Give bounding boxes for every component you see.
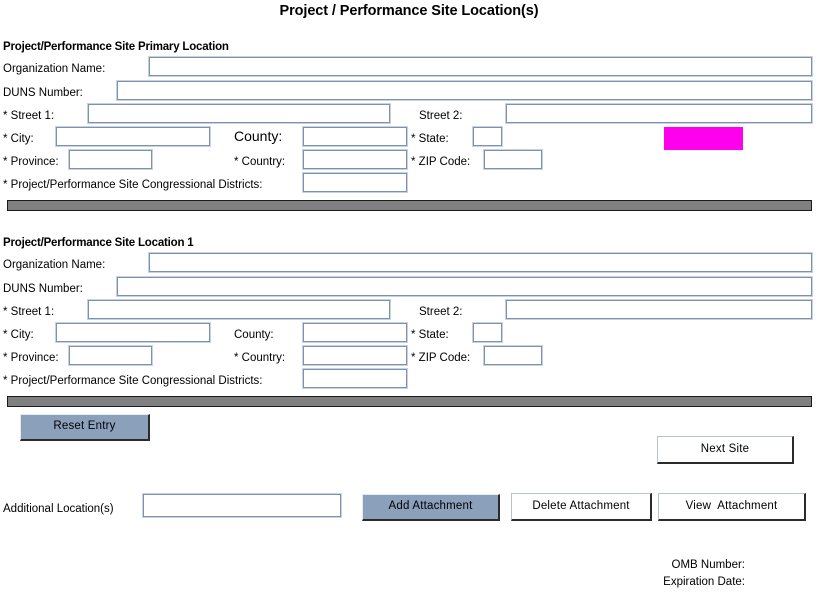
- label-street1-2: * Street 1:: [3, 306, 55, 318]
- section-heading-location-1: Project/Performance Site Location 1: [3, 237, 194, 249]
- next-site-button[interactable]: Next Site: [657, 436, 794, 464]
- input-country-1-value: [304, 151, 406, 168]
- label-street2-2: Street 2:: [419, 306, 463, 318]
- input-organization-name-2[interactable]: [149, 253, 812, 272]
- input-duns-number-2-value: [118, 278, 811, 295]
- state-lookup-highlight-box: [664, 127, 743, 150]
- label-city-2: * City:: [3, 329, 34, 341]
- input-congressional-districts-2-value: [304, 370, 406, 387]
- input-state-2-value: [474, 324, 501, 341]
- input-congressional-districts-1-value: [304, 174, 406, 191]
- input-county-1-value: [304, 128, 406, 145]
- input-street1-2-value: [89, 301, 389, 318]
- input-additional-locations-value: [144, 495, 340, 516]
- input-county-1[interactable]: [303, 127, 407, 146]
- input-zip-code-2-value: [485, 347, 541, 364]
- input-state-1[interactable]: [473, 127, 502, 146]
- label-expiration-date: Expiration Date:: [663, 576, 745, 588]
- label-city-1: * City:: [3, 133, 34, 145]
- input-country-1[interactable]: [303, 150, 407, 169]
- label-zip-code-1: * ZIP Code:: [411, 156, 471, 168]
- input-city-1[interactable]: [56, 127, 210, 146]
- label-zip-code-2: * ZIP Code:: [411, 352, 471, 364]
- input-state-2[interactable]: [473, 323, 502, 342]
- add-attachment-button[interactable]: Add Attachment: [362, 494, 500, 521]
- input-zip-code-1[interactable]: [484, 150, 542, 169]
- input-street2-2[interactable]: [506, 300, 812, 319]
- label-congressional-districts-2: * Project/Performance Site Congressional…: [3, 375, 263, 387]
- input-congressional-districts-2[interactable]: [303, 369, 407, 388]
- input-province-2-value: [70, 347, 151, 364]
- input-province-2[interactable]: [69, 346, 152, 365]
- input-city-1-value: [57, 128, 209, 145]
- input-zip-code-2[interactable]: [484, 346, 542, 365]
- label-street2-1: Street 2:: [419, 110, 463, 122]
- label-duns-number-1: DUNS Number:: [3, 87, 83, 99]
- input-province-1[interactable]: [69, 150, 152, 169]
- input-street2-1-value: [507, 105, 811, 122]
- input-street1-1-value: [89, 105, 389, 122]
- input-duns-number-1-value: [118, 82, 811, 99]
- input-county-2-value: [304, 324, 406, 341]
- label-country-1: * Country:: [234, 156, 286, 168]
- label-organization-name-2: Organization Name:: [3, 259, 106, 271]
- input-country-2[interactable]: [303, 346, 407, 365]
- section-separator-bar-2: [7, 396, 812, 407]
- input-organization-name-1-value: [150, 58, 811, 75]
- reset-entry-button[interactable]: Reset Entry: [20, 414, 150, 441]
- label-country-2: * Country:: [234, 352, 286, 364]
- label-province-1: * Province:: [3, 156, 59, 168]
- label-county-2: County:: [234, 329, 274, 341]
- page-title: Project / Performance Site Location(s): [279, 3, 539, 19]
- label-organization-name-1: Organization Name:: [3, 63, 106, 75]
- input-organization-name-1[interactable]: [149, 57, 812, 76]
- input-city-2-value: [57, 324, 209, 341]
- input-congressional-districts-1[interactable]: [303, 173, 407, 192]
- label-congressional-districts-1: * Project/Performance Site Congressional…: [3, 179, 263, 191]
- label-county-1: County:: [234, 128, 283, 144]
- label-omb-number: OMB Number:: [671, 559, 746, 571]
- input-street1-1[interactable]: [88, 104, 390, 123]
- input-country-2-value: [304, 347, 406, 364]
- label-duns-number-2: DUNS Number:: [3, 283, 83, 295]
- input-duns-number-1[interactable]: [117, 81, 812, 100]
- input-state-1-value: [474, 128, 501, 145]
- label-state-1: * State:: [411, 133, 449, 145]
- label-province-2: * Province:: [3, 352, 59, 364]
- input-duns-number-2[interactable]: [117, 277, 812, 296]
- input-province-1-value: [70, 151, 151, 168]
- input-street2-1[interactable]: [506, 104, 812, 123]
- input-zip-code-1-value: [485, 151, 541, 168]
- input-county-2[interactable]: [303, 323, 407, 342]
- label-state-2: * State:: [411, 329, 449, 341]
- section-heading-primary-location: Project/Performance Site Primary Locatio…: [3, 41, 229, 53]
- section-separator-bar-1: [7, 200, 812, 211]
- delete-attachment-button[interactable]: Delete Attachment: [511, 493, 652, 521]
- label-additional-locations: Additional Location(s): [3, 503, 114, 515]
- input-additional-locations[interactable]: [143, 494, 341, 517]
- input-city-2[interactable]: [56, 323, 210, 342]
- label-street1-1: * Street 1:: [3, 110, 55, 122]
- view-attachment-button[interactable]: View Attachment: [658, 493, 806, 521]
- input-street2-2-value: [507, 301, 811, 318]
- input-street1-2[interactable]: [88, 300, 390, 319]
- input-organization-name-2-value: [150, 254, 811, 271]
